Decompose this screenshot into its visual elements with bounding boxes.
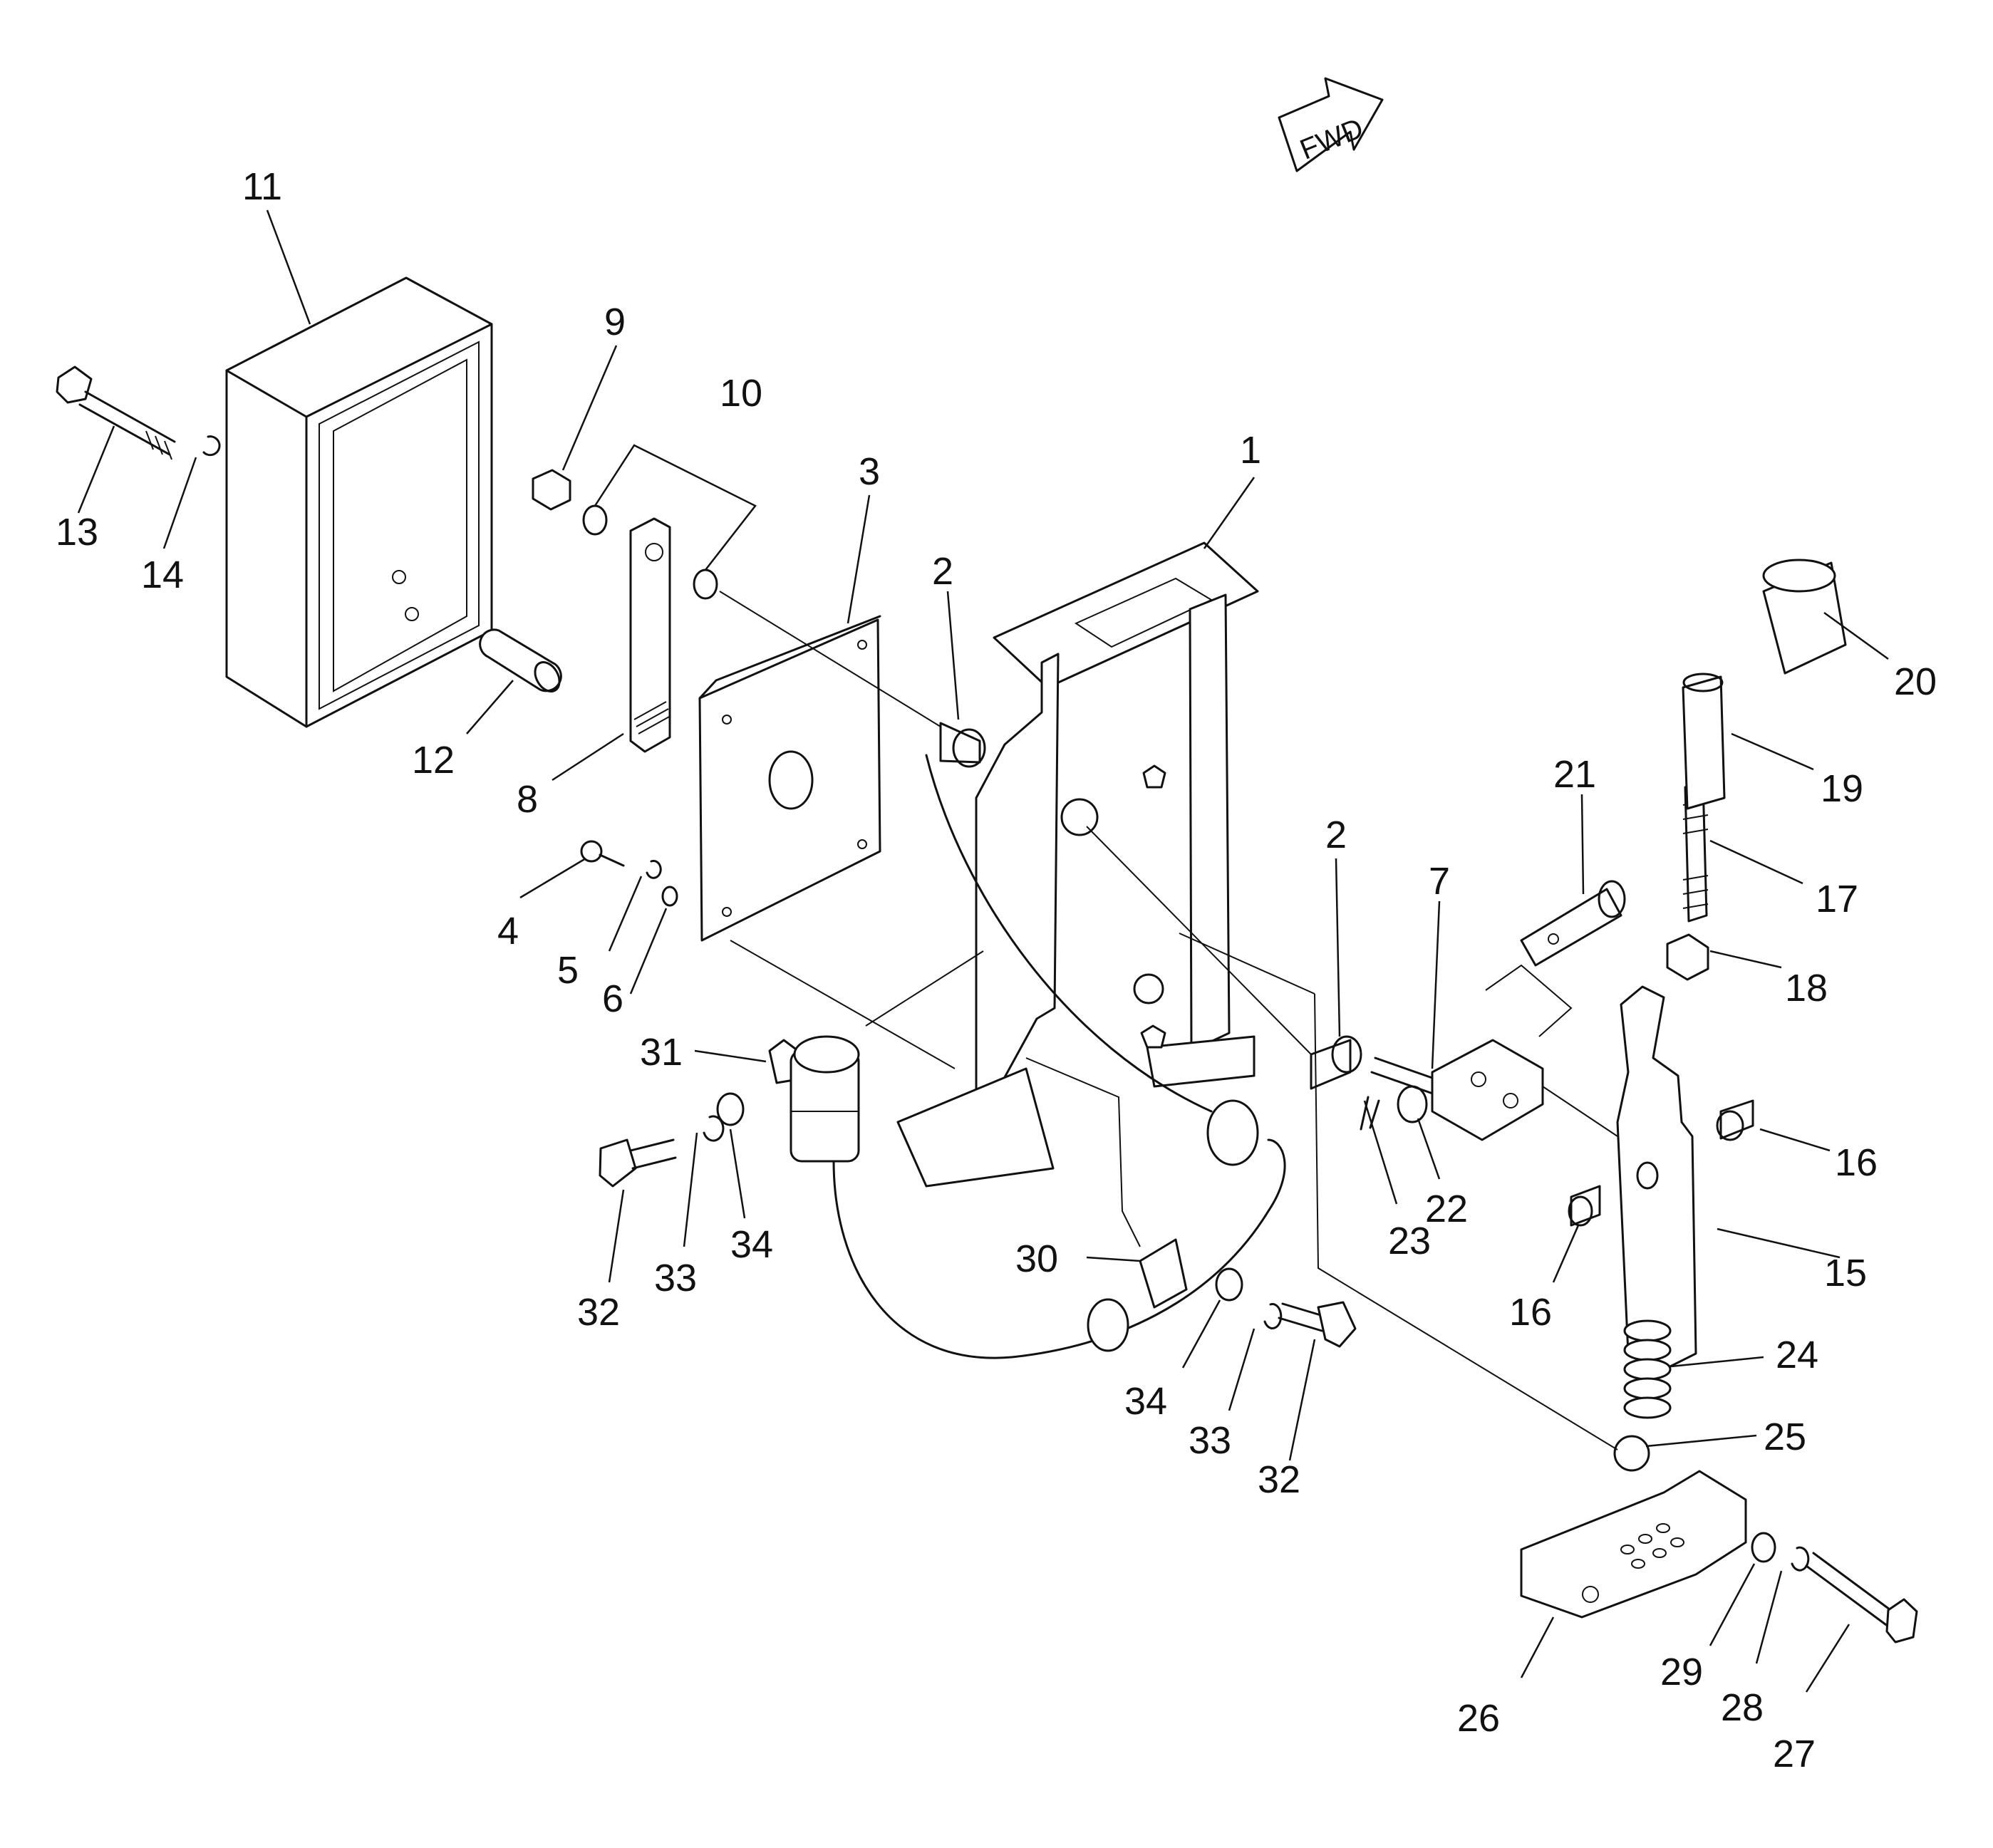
washer-top — [582, 504, 608, 536]
assembly-line — [1485, 964, 1573, 1037]
washer-left — [716, 1092, 745, 1126]
bolt-right — [1278, 1301, 1357, 1348]
lock-washer-left — [703, 1115, 725, 1142]
bolt-left — [599, 1138, 677, 1188]
callout-4: 4 — [497, 910, 519, 952]
callout-31: 31 — [640, 1031, 683, 1074]
callout-10: 10 — [720, 372, 762, 415]
nut — [532, 469, 571, 511]
callout-14: 14 — [141, 554, 184, 596]
callout-20: 20 — [1894, 660, 1937, 703]
detent-ball — [1613, 1435, 1650, 1472]
sleeve — [1682, 673, 1726, 810]
clevis-pin — [1520, 880, 1626, 967]
callout-19: 19 — [1821, 767, 1863, 810]
washer-right — [1215, 1267, 1243, 1302]
washer-mid — [693, 569, 718, 600]
cover-box — [225, 276, 493, 728]
long-bolt — [56, 365, 176, 460]
callout-2a: 2 — [932, 550, 953, 593]
callout-27: 27 — [1773, 1733, 1816, 1775]
callout-22: 22 — [1425, 1188, 1468, 1230]
callout-2b: 2 — [1325, 814, 1347, 856]
assembly-line — [865, 950, 984, 1027]
detent-block — [1520, 1470, 1747, 1619]
leader-lines — [77, 209, 1889, 1693]
mounting-plate — [698, 615, 881, 942]
callout-33b: 33 — [1189, 1419, 1231, 1462]
switch-connector — [768, 1035, 860, 1163]
assembly-line — [1314, 993, 1618, 1450]
washer-29 — [1751, 1532, 1776, 1563]
small-screw — [580, 840, 625, 867]
assembly-line — [730, 940, 956, 1069]
lock-washer-right — [1263, 1303, 1283, 1330]
fwd-arrow-icon: FWD — [1278, 77, 1384, 172]
assembly-line — [719, 591, 941, 727]
assembly-line — [1086, 826, 1312, 1055]
bushing-lower — [1310, 1035, 1362, 1090]
cable-inner — [925, 754, 1213, 1113]
callout-18: 18 — [1785, 967, 1828, 1009]
bolt-27 — [1805, 1552, 1918, 1644]
connector-strap — [629, 517, 671, 753]
callout-28: 28 — [1721, 1686, 1764, 1729]
washer-22 — [1397, 1085, 1428, 1123]
callout-11: 11 — [242, 165, 282, 208]
assembly-line — [1025, 1057, 1141, 1247]
lock-washer — [202, 435, 221, 457]
callout-26: 26 — [1457, 1697, 1500, 1740]
lock-washer-28 — [1791, 1546, 1810, 1572]
callout-9: 9 — [604, 301, 626, 343]
spring — [1623, 1319, 1672, 1419]
small-washer — [661, 886, 678, 907]
spacer-tube — [479, 628, 562, 692]
callout-6: 6 — [602, 977, 623, 1020]
assembly-line — [1179, 933, 1315, 995]
bushing-16-lower — [1568, 1185, 1601, 1227]
callout-1: 1 — [1240, 429, 1261, 472]
shift-lever — [1616, 985, 1697, 1373]
callout-8: 8 — [517, 778, 538, 821]
wire-harness — [832, 1138, 1286, 1359]
callout-33a: 33 — [654, 1257, 697, 1299]
callout-30: 30 — [1015, 1237, 1058, 1280]
callout-12: 12 — [412, 739, 455, 782]
bushing-16-upper — [1716, 1099, 1754, 1141]
small-lock-washer — [646, 859, 662, 879]
main-bracket — [896, 541, 1259, 1188]
callout-34a: 34 — [730, 1223, 773, 1266]
grommet-right — [1206, 1099, 1259, 1166]
callout-labels: 1 2 2 3 4 5 6 7 8 9 10 11 12 13 14 15 16… — [56, 165, 1937, 1775]
callout-23: 23 — [1388, 1220, 1431, 1262]
callout-21: 21 — [1553, 753, 1596, 796]
callout-15: 15 — [1824, 1252, 1867, 1294]
callout-7: 7 — [1429, 860, 1450, 903]
lever-knob — [1762, 559, 1847, 675]
cotter-pin — [1360, 1096, 1380, 1131]
callout-25: 25 — [1764, 1416, 1806, 1458]
callout-3: 3 — [859, 450, 880, 493]
assembly-line — [1542, 1086, 1618, 1137]
callout-24: 24 — [1776, 1334, 1818, 1376]
callout-32b: 32 — [1258, 1458, 1300, 1501]
callout-34b: 34 — [1124, 1380, 1167, 1423]
lever-nut — [1666, 933, 1709, 981]
callout-17: 17 — [1816, 878, 1858, 920]
callout-13: 13 — [56, 511, 98, 554]
callout-16a: 16 — [1835, 1141, 1878, 1184]
callout-16b: 16 — [1509, 1291, 1552, 1334]
harness-clamp — [1139, 1238, 1188, 1309]
clevis — [1370, 1039, 1544, 1141]
callout-5: 5 — [557, 949, 579, 992]
bushing-upper — [939, 722, 986, 768]
callout-29: 29 — [1660, 1651, 1703, 1693]
callout-32a: 32 — [577, 1291, 620, 1334]
grommet-lower — [1087, 1298, 1129, 1352]
